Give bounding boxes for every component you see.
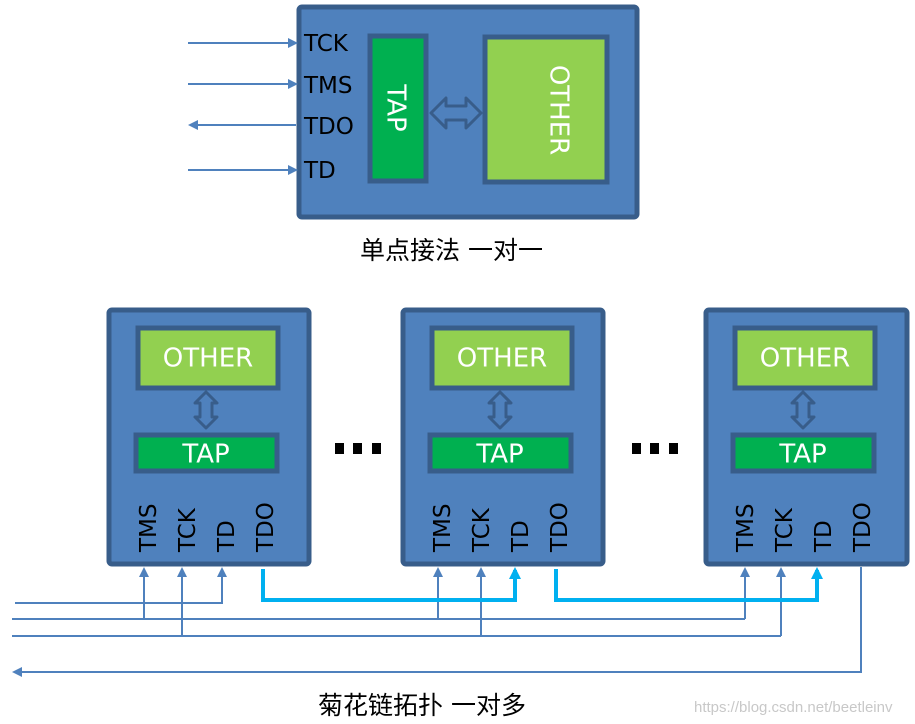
pin-label-td: TD	[508, 520, 534, 553]
vertical-bidirectional-arrow-icon	[790, 390, 816, 430]
vertical-bidirectional-arrow-icon	[193, 390, 219, 430]
pin-label-tms: TMS	[733, 504, 759, 554]
ellipsis-1	[335, 443, 381, 454]
watermark: https://blog.csdn.net/beetleinv	[694, 699, 893, 716]
ellipsis-2	[632, 443, 678, 454]
pin-label-tms: TMS	[136, 504, 162, 554]
other-label: OTHER	[457, 344, 547, 374]
tap-label: TAP	[475, 440, 523, 470]
chain-chip-3: OTHER TAP TMS TCK TD TDO	[703, 307, 910, 567]
vertical-bidirectional-arrow-icon	[487, 390, 513, 430]
daisy-chain-caption: 菊花链拓扑 一对多	[318, 691, 526, 720]
tap-label: TAP	[181, 440, 229, 470]
pin-label-tck: TCK	[469, 507, 495, 553]
single-point-caption: 单点接法 一对一	[360, 236, 543, 265]
single-chip-diagram: TAP OTHER TCK TMS TDO TD 单点接法 一对一	[188, 4, 640, 265]
tap-label: TAP	[381, 83, 411, 131]
tap-block	[427, 432, 574, 474]
pin-label-tdo: TDO	[303, 114, 354, 140]
other-label: OTHER	[544, 65, 574, 155]
daisy-chain-diagram: OTHER TAP TMS TCK TD TDO OTHER TAP TMS T…	[12, 307, 910, 720]
pin-label-tms: TMS	[303, 73, 353, 99]
chain-wire-2-to-3	[554, 567, 823, 602]
pin-label-td: TD	[303, 158, 336, 184]
chain-chip-2: OTHER TAP TMS TCK TD TDO	[400, 307, 606, 567]
tap-block	[730, 432, 877, 474]
pin-label-tdo: TDO	[253, 502, 279, 553]
pin-label-tck: TCK	[175, 507, 201, 553]
tap-block	[367, 33, 429, 184]
bidirectional-arrow-icon	[429, 96, 483, 130]
tap-block	[133, 432, 280, 474]
pin-label-tms: TMS	[430, 504, 456, 554]
pin-label-tck: TCK	[772, 507, 798, 553]
pin-label-tdo: TDO	[850, 502, 876, 553]
other-block	[429, 325, 575, 391]
other-block	[482, 34, 610, 185]
other-block	[135, 325, 281, 391]
pin-label-tck: TCK	[303, 31, 349, 57]
td-feed-wire	[15, 567, 227, 604]
other-block	[732, 325, 878, 391]
chain-chip-1: OTHER TAP TMS TCK TD TDO	[106, 307, 312, 567]
pin-label-td: TD	[811, 520, 837, 553]
pin-label-tdo: TDO	[547, 502, 573, 553]
pin-label-td: TD	[214, 520, 240, 553]
tap-label: TAP	[778, 440, 826, 470]
chain-wire-1-to-2	[261, 567, 521, 602]
tdo-return-wire	[12, 567, 862, 677]
other-label: OTHER	[163, 344, 253, 374]
other-label: OTHER	[760, 344, 850, 374]
